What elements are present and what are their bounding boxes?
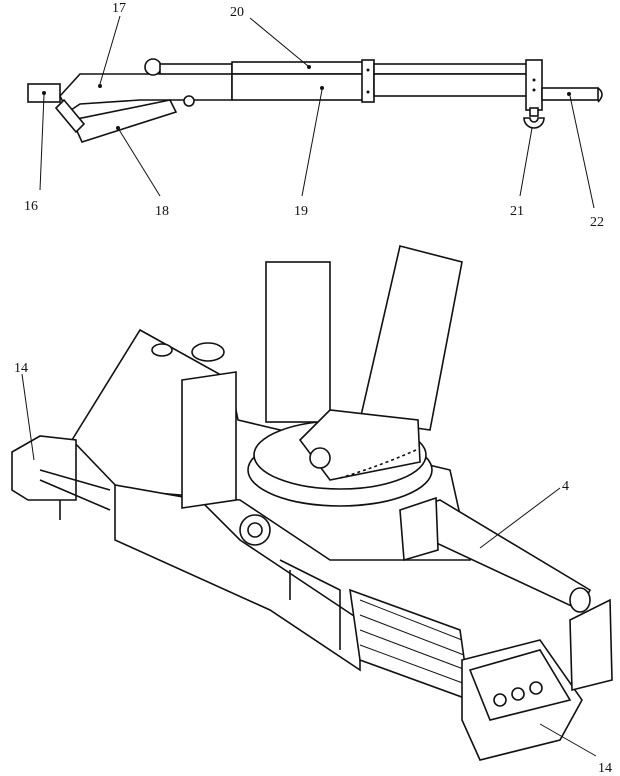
hook-21: [523, 117, 545, 129]
label-14-right: 14: [598, 761, 612, 776]
tank: [181, 371, 237, 509]
telescopic-upper-20: [231, 61, 367, 75]
boom-foot: [298, 409, 421, 481]
outrigger-left-14: [11, 435, 77, 501]
filler-cap: [191, 342, 225, 362]
telescopic-section-19: [231, 73, 367, 101]
inclined-boom: [359, 245, 463, 431]
label-20: 20: [230, 5, 244, 20]
label-19: 19: [294, 204, 308, 219]
clamp-collar: [361, 59, 375, 103]
label-22: 22: [590, 215, 604, 230]
upper-rod: [159, 63, 233, 75]
end-frame: [569, 598, 613, 692]
leg-stack: [349, 588, 471, 702]
label-18: 18: [155, 204, 169, 219]
label-16: 16: [24, 199, 38, 214]
label-21: 21: [510, 204, 524, 219]
boom-root-17: [59, 71, 233, 114]
mast-column: [265, 261, 331, 423]
pivot-knob: [144, 58, 162, 76]
boom-assembly: [27, 15, 603, 209]
base-assembly: [11, 245, 613, 761]
label-17: 17: [112, 1, 126, 16]
hydraulic-cylinder-18: [70, 99, 178, 143]
label-4: 4: [562, 479, 569, 494]
label-14-left: 14: [14, 361, 28, 376]
end-plate: [525, 59, 543, 111]
